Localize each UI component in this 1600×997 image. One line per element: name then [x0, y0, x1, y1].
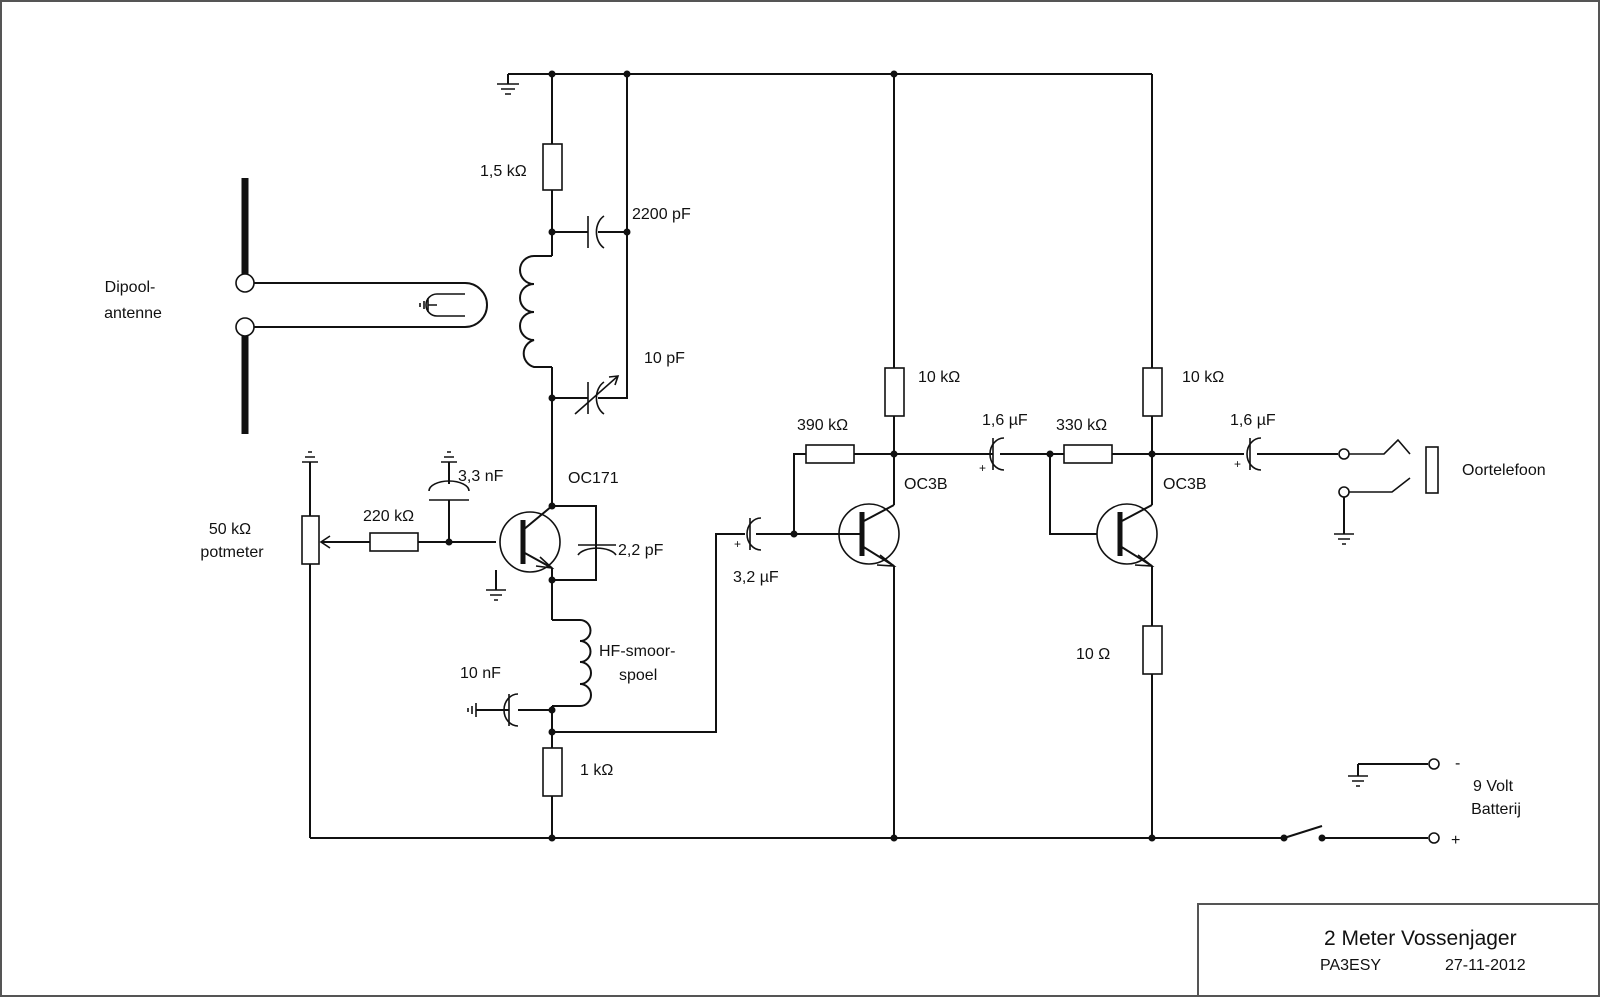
- transistor-oc3b-1-label: OC3B: [904, 476, 948, 493]
- transistor-oc171-label: OC171: [568, 470, 619, 487]
- antenna-label-line-2: antenne: [104, 305, 162, 322]
- resistor-390k-label: 390 kΩ: [797, 417, 848, 434]
- stage-3-wiring: [1049, 74, 1244, 838]
- capacitor-2p2pf-label: 2,2 pF: [618, 542, 664, 559]
- resistor-10-ohm: [1142, 625, 1163, 675]
- base-network: [321, 451, 496, 543]
- resistor-1k5: [542, 143, 563, 191]
- earphone-label: Oortelefoon: [1462, 462, 1546, 479]
- resistor-330k: [1063, 444, 1113, 464]
- battery-label-line-1: 9 Volt: [1473, 778, 1514, 795]
- drawing-author: PA3ESY: [1320, 957, 1381, 974]
- hf-choke-label-line-1: HF-smoor-: [599, 643, 675, 660]
- top-rail: [497, 73, 1152, 95]
- battery-label-line-2: Batterij: [1471, 801, 1521, 818]
- capacitor-3u2: [746, 517, 794, 551]
- capacitor-3u2-label: 3,2 µF: [733, 569, 779, 586]
- resistor-1k-label: 1 kΩ: [580, 762, 613, 779]
- capacitor-1u6-b: [1246, 437, 1338, 471]
- capacitor-10nf-label: 10 nF: [460, 665, 501, 682]
- capacitor-1u6-b-label: 1,6 µF: [1230, 412, 1276, 429]
- capacitor-1u6-a-plus: +: [979, 461, 986, 475]
- resistor-220k: [369, 532, 419, 552]
- title-block: [1197, 903, 1600, 997]
- battery-connection: [1280, 758, 1440, 844]
- resistor-10k-b-label: 10 kΩ: [1182, 369, 1224, 386]
- battery-minus-label: -: [1455, 755, 1460, 772]
- transistor-oc3b-2: [1096, 503, 1158, 567]
- antenna-label-line-1: Dipool-: [105, 279, 156, 296]
- stage-2-wiring: [793, 74, 993, 838]
- capacitor-2200pf: [587, 215, 605, 249]
- resistor-10k-b: [1142, 367, 1163, 417]
- capacitor-10pf-label: 10 pF: [644, 350, 685, 367]
- oscillator-wiring: [551, 74, 745, 838]
- capacitor-1u6-b-plus: +: [1234, 457, 1241, 471]
- resistor-10k-a-label: 10 kΩ: [918, 369, 960, 386]
- capacitor-2p2pf: [577, 544, 617, 556]
- potentiometer-label-line-2: potmeter: [200, 544, 264, 561]
- hf-choke-label-line-2: spoel: [619, 667, 657, 684]
- earphone-jack: [1334, 438, 1439, 545]
- resistor-390k: [805, 444, 855, 464]
- transistor-oc171: [486, 505, 561, 601]
- resistor-10k-a: [884, 367, 905, 417]
- resistor-10-ohm-label: 10 Ω: [1076, 646, 1110, 663]
- resistor-1k: [542, 747, 563, 797]
- capacitor-10nf: [467, 693, 552, 727]
- junction-dots: [445, 70, 1156, 842]
- potentiometer-label-line-1: 50 kΩ: [209, 521, 251, 538]
- resistor-220k-label: 220 kΩ: [363, 508, 414, 525]
- variable-capacitor-10pf: [574, 375, 620, 415]
- resistor-1k5-label: 1,5 kΩ: [480, 163, 527, 180]
- hf-choke: [552, 619, 592, 707]
- tank-coil: [519, 255, 552, 368]
- capacitor-2200pf-label: 2200 pF: [632, 206, 691, 223]
- transistor-oc3b-1: [794, 503, 900, 567]
- battery-plus-label: +: [1451, 832, 1460, 849]
- dipole-antenna: [235, 178, 488, 434]
- resistor-330k-label: 330 kΩ: [1056, 417, 1107, 434]
- transistor-oc3b-2-label: OC3B: [1163, 476, 1207, 493]
- drawing-title: 2 Meter Vossenjager: [1324, 927, 1517, 950]
- potentiometer-50k: [301, 451, 331, 838]
- capacitor-1u6-a-label: 1,6 µF: [982, 412, 1028, 429]
- capacitor-3u2-plus: +: [734, 537, 741, 551]
- drawing-date: 27-11-2012: [1445, 957, 1526, 974]
- capacitor-3n3-label: 3,3 nF: [458, 468, 504, 485]
